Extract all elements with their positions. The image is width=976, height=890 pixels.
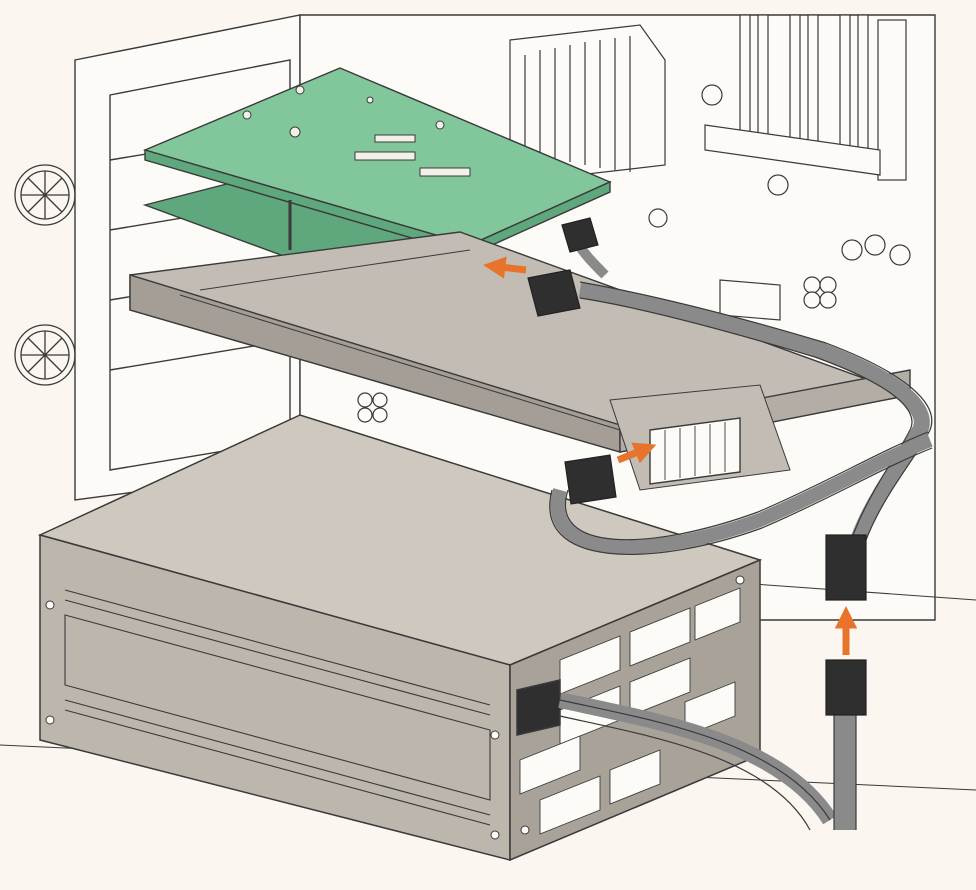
- case-fan-upper: [14, 164, 76, 226]
- capacitor: [767, 174, 789, 196]
- psu-cable-plug: [516, 679, 561, 736]
- cable-connectors: [527, 217, 867, 716]
- psu-modular-ports: [519, 587, 741, 835]
- capacitor: [864, 234, 886, 256]
- graphics-card: [129, 231, 913, 491]
- vrm-heatsink: [704, 124, 881, 176]
- ram-slot-4: [807, 14, 819, 161]
- case-fan-lower: [14, 324, 76, 386]
- capacitor: [889, 244, 911, 266]
- connector-to-card: [527, 269, 581, 317]
- connection-arrows: [483, 256, 858, 655]
- atx-power-connector: [877, 19, 907, 181]
- ram-slot-2: [757, 14, 769, 151]
- capacitor: [701, 84, 723, 106]
- arrow-to-card: [483, 256, 527, 279]
- connector-aux: [561, 217, 599, 253]
- ram-slot-6: [857, 14, 869, 166]
- ram-slot-5: [839, 14, 851, 166]
- capacitor: [648, 208, 668, 228]
- capacitor: [841, 239, 863, 261]
- splitter-female: [825, 534, 867, 601]
- connector-to-gpu: [564, 454, 617, 505]
- splitter-male: [825, 659, 867, 716]
- capture-card-assembly: [142, 67, 612, 283]
- arrow-to-gpu: [616, 442, 657, 464]
- motherboard: [357, 14, 911, 423]
- pcie-power-cable: [549, 237, 933, 831]
- chipset: [719, 279, 781, 321]
